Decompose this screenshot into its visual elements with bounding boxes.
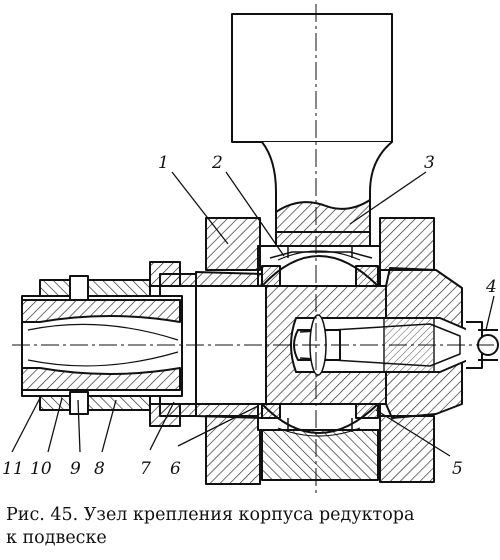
left-shaft-end	[21, 261, 183, 427]
caption-line-1: Рис. 45. Узел крепления корпуса редуктор…	[6, 505, 415, 525]
leader-lines	[11, 171, 495, 457]
callout-1: 1	[158, 153, 169, 173]
callout-2: 2	[211, 153, 223, 173]
cone-housing	[265, 267, 469, 419]
callout-3: 3	[424, 153, 435, 173]
callout-9: 9	[70, 459, 81, 479]
callout-8: 8	[94, 459, 105, 479]
callout-11: 11	[2, 459, 24, 479]
callout-10: 10	[30, 459, 52, 479]
callout-6: 6	[170, 459, 181, 479]
hanger	[231, 13, 393, 247]
callout-4: 4	[485, 277, 497, 297]
housing-bottom	[205, 415, 435, 485]
end-fitting	[466, 321, 499, 369]
caption-line-2: к подвеске	[6, 528, 107, 548]
callout-7: 7	[140, 459, 151, 479]
housing-top	[205, 217, 435, 271]
spherical-bearing-top	[257, 245, 381, 287]
callout-5: 5	[452, 459, 463, 479]
figure-caption: Рис. 45. Узел крепления корпуса редуктор…	[6, 504, 500, 550]
